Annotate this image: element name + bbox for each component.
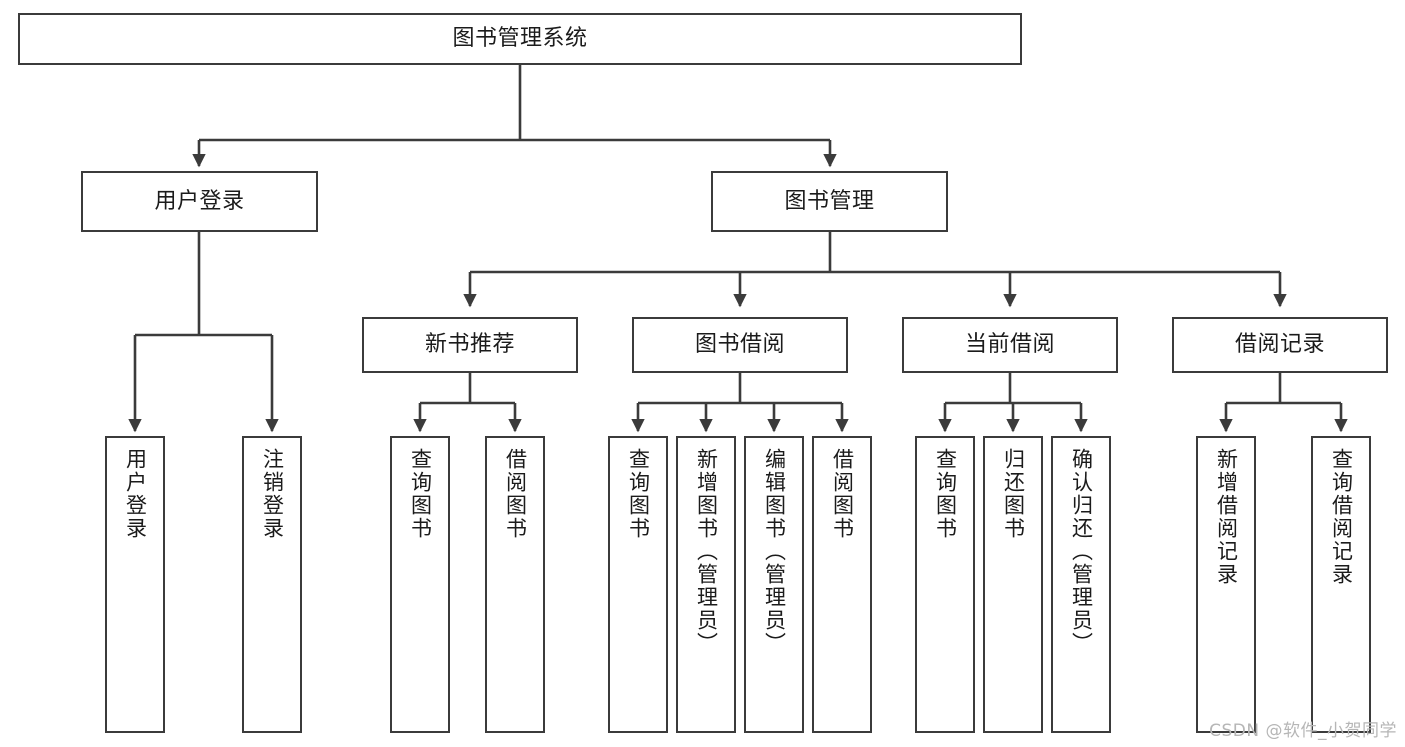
node-current-borrow[interactable]: 当前借阅 — [902, 317, 1118, 373]
node-leaf-user-login-label: 用户登录 — [123, 448, 148, 540]
node-leaf-edit-book-label: 编辑图书（管理员） — [762, 448, 787, 655]
node-user-login[interactable]: 用户登录 — [81, 171, 318, 232]
node-root[interactable]: 图书管理系统 — [18, 13, 1022, 65]
node-leaf-query-book-3[interactable]: 查询图书 — [915, 436, 975, 733]
node-leaf-query-book-3-label: 查询图书 — [933, 448, 958, 540]
node-user-login-label: 用户登录 — [154, 188, 245, 214]
node-book-borrow[interactable]: 图书借阅 — [632, 317, 848, 373]
node-book-manage[interactable]: 图书管理 — [711, 171, 948, 232]
watermark: CSDN @软件_小贺同学 — [1209, 721, 1397, 741]
node-new-book-recommend-label: 新书推荐 — [424, 332, 515, 358]
node-book-manage-label: 图书管理 — [784, 188, 875, 214]
node-leaf-add-record-label: 新增借阅记录 — [1214, 448, 1239, 586]
node-leaf-borrow-book-1[interactable]: 借阅图书 — [485, 436, 545, 733]
node-leaf-return-book[interactable]: 归还图书 — [983, 436, 1043, 733]
node-leaf-query-book-1[interactable]: 查询图书 — [390, 436, 450, 733]
node-leaf-query-book-2-label: 查询图书 — [626, 448, 651, 540]
node-leaf-edit-book[interactable]: 编辑图书（管理员） — [744, 436, 804, 733]
node-leaf-query-record-label: 查询借阅记录 — [1329, 448, 1354, 586]
node-leaf-add-book-label: 新增图书（管理员） — [694, 448, 719, 655]
node-leaf-borrow-book-1-label: 借阅图书 — [503, 448, 528, 540]
node-new-book-recommend[interactable]: 新书推荐 — [362, 317, 578, 373]
node-leaf-confirm-return[interactable]: 确认归还（管理员） — [1051, 436, 1111, 733]
node-leaf-query-record[interactable]: 查询借阅记录 — [1311, 436, 1371, 733]
node-book-borrow-label: 图书借阅 — [694, 332, 785, 358]
node-leaf-user-login[interactable]: 用户登录 — [105, 436, 165, 733]
node-leaf-borrow-book-2-label: 借阅图书 — [830, 448, 855, 540]
node-borrow-record-label: 借阅记录 — [1234, 332, 1325, 358]
node-borrow-record[interactable]: 借阅记录 — [1172, 317, 1388, 373]
node-leaf-user-logout-label: 注销登录 — [260, 448, 285, 540]
node-leaf-borrow-book-2[interactable]: 借阅图书 — [812, 436, 872, 733]
node-leaf-return-book-label: 归还图书 — [1001, 448, 1026, 540]
node-leaf-add-record[interactable]: 新增借阅记录 — [1196, 436, 1256, 733]
node-leaf-confirm-return-label: 确认归还（管理员） — [1069, 448, 1094, 655]
node-leaf-query-book-2[interactable]: 查询图书 — [608, 436, 668, 733]
node-current-borrow-label: 当前借阅 — [964, 332, 1055, 358]
node-leaf-query-book-1-label: 查询图书 — [408, 448, 433, 540]
node-root-label: 图书管理系统 — [452, 26, 588, 52]
node-leaf-user-logout[interactable]: 注销登录 — [242, 436, 302, 733]
node-leaf-add-book[interactable]: 新增图书（管理员） — [676, 436, 736, 733]
